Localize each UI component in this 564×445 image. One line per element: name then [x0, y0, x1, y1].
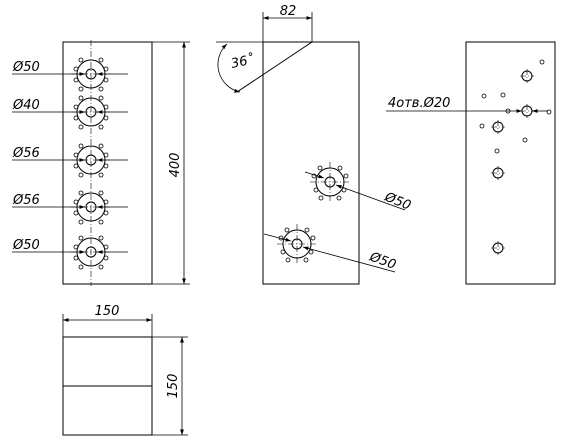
bottom-width-label: 150	[95, 304, 120, 319]
hole-note-label: 4отв.Ø20	[388, 96, 450, 111]
front-hole-label: Ø40	[12, 98, 40, 113]
side-hole-lower: Ø50	[263, 224, 398, 273]
angle-label: 36˚	[230, 51, 256, 72]
bottom-height-dimension: 150	[152, 336, 188, 436]
front-hole-3: Ø56	[12, 143, 128, 178]
angle-arc	[217, 43, 241, 93]
front-hole-4: Ø56	[12, 190, 128, 225]
front-view-outline	[62, 41, 153, 285]
back-view-holes	[479, 59, 552, 255]
side-hole-lower-label: Ø50	[367, 249, 398, 273]
front-hole-label: Ø50	[12, 238, 40, 253]
front-hole-5: Ø50	[12, 235, 128, 270]
height-dimension-label: 400	[168, 153, 183, 178]
front-hole-1: Ø50	[12, 57, 128, 92]
bottom-width-dimension: 150	[62, 304, 153, 337]
bottom-view: 150 150	[62, 304, 188, 436]
front-hole-label: Ø56	[12, 193, 40, 208]
back-view: 4отв.Ø20	[386, 41, 556, 285]
width-dimension-82-label: 82	[280, 4, 297, 19]
height-dimension: 400	[152, 41, 190, 285]
angled-face-line	[236, 41, 313, 93]
side-hole-upper-label: Ø50	[382, 189, 413, 213]
back-view-outline	[465, 41, 556, 285]
front-hole-2: Ø40	[12, 95, 128, 130]
width-dimension-82: 82	[262, 4, 313, 42]
bottom-height-label: 150	[166, 374, 181, 399]
front-hole-label: Ø50	[12, 60, 40, 75]
side-view: 36˚ 82 Ø50	[216, 4, 413, 285]
front-hole-label: Ø56	[12, 146, 40, 161]
side-view-outline	[262, 41, 360, 285]
